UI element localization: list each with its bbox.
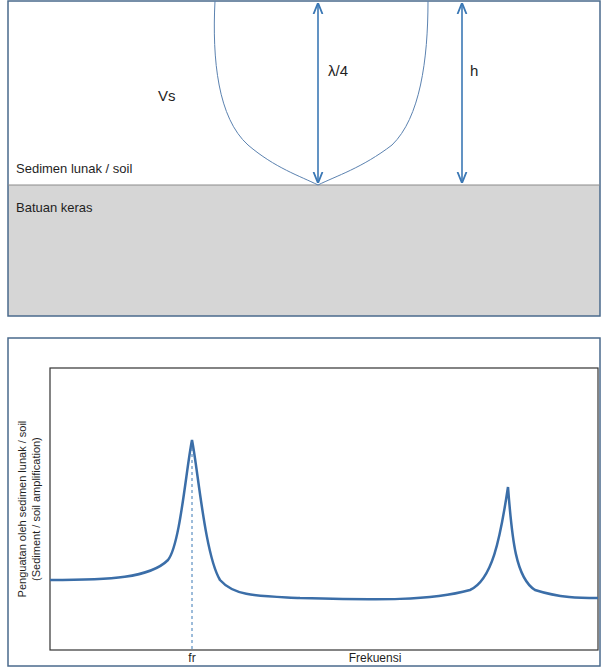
wavelength-label: λ/4 [328,63,348,80]
velocity-label: Vs [158,88,176,105]
thickness-label: h [470,63,478,80]
top-panel [8,1,600,316]
resonance-marker [192,442,193,650]
amplification-curve [50,440,598,599]
quarter-wavelength-arrow [317,4,319,182]
layer-label: Sedimen lunak / soil [16,162,132,176]
bedrock-layer [8,185,600,316]
tick-label: fr [188,652,195,665]
thickness-arrow [461,4,463,182]
axis-title: (Sediment / soil amplification) [30,437,42,581]
layer-label: Batuan keras [16,201,93,215]
mode-shape-curve [214,1,428,185]
bottom-panel [8,338,600,666]
axis-title: Penguatan oleh sedimen lunak / soil [16,421,28,598]
axis-title: Frekuensi [349,652,402,665]
layer-boundary [8,185,600,186]
plot-frame [50,368,598,650]
